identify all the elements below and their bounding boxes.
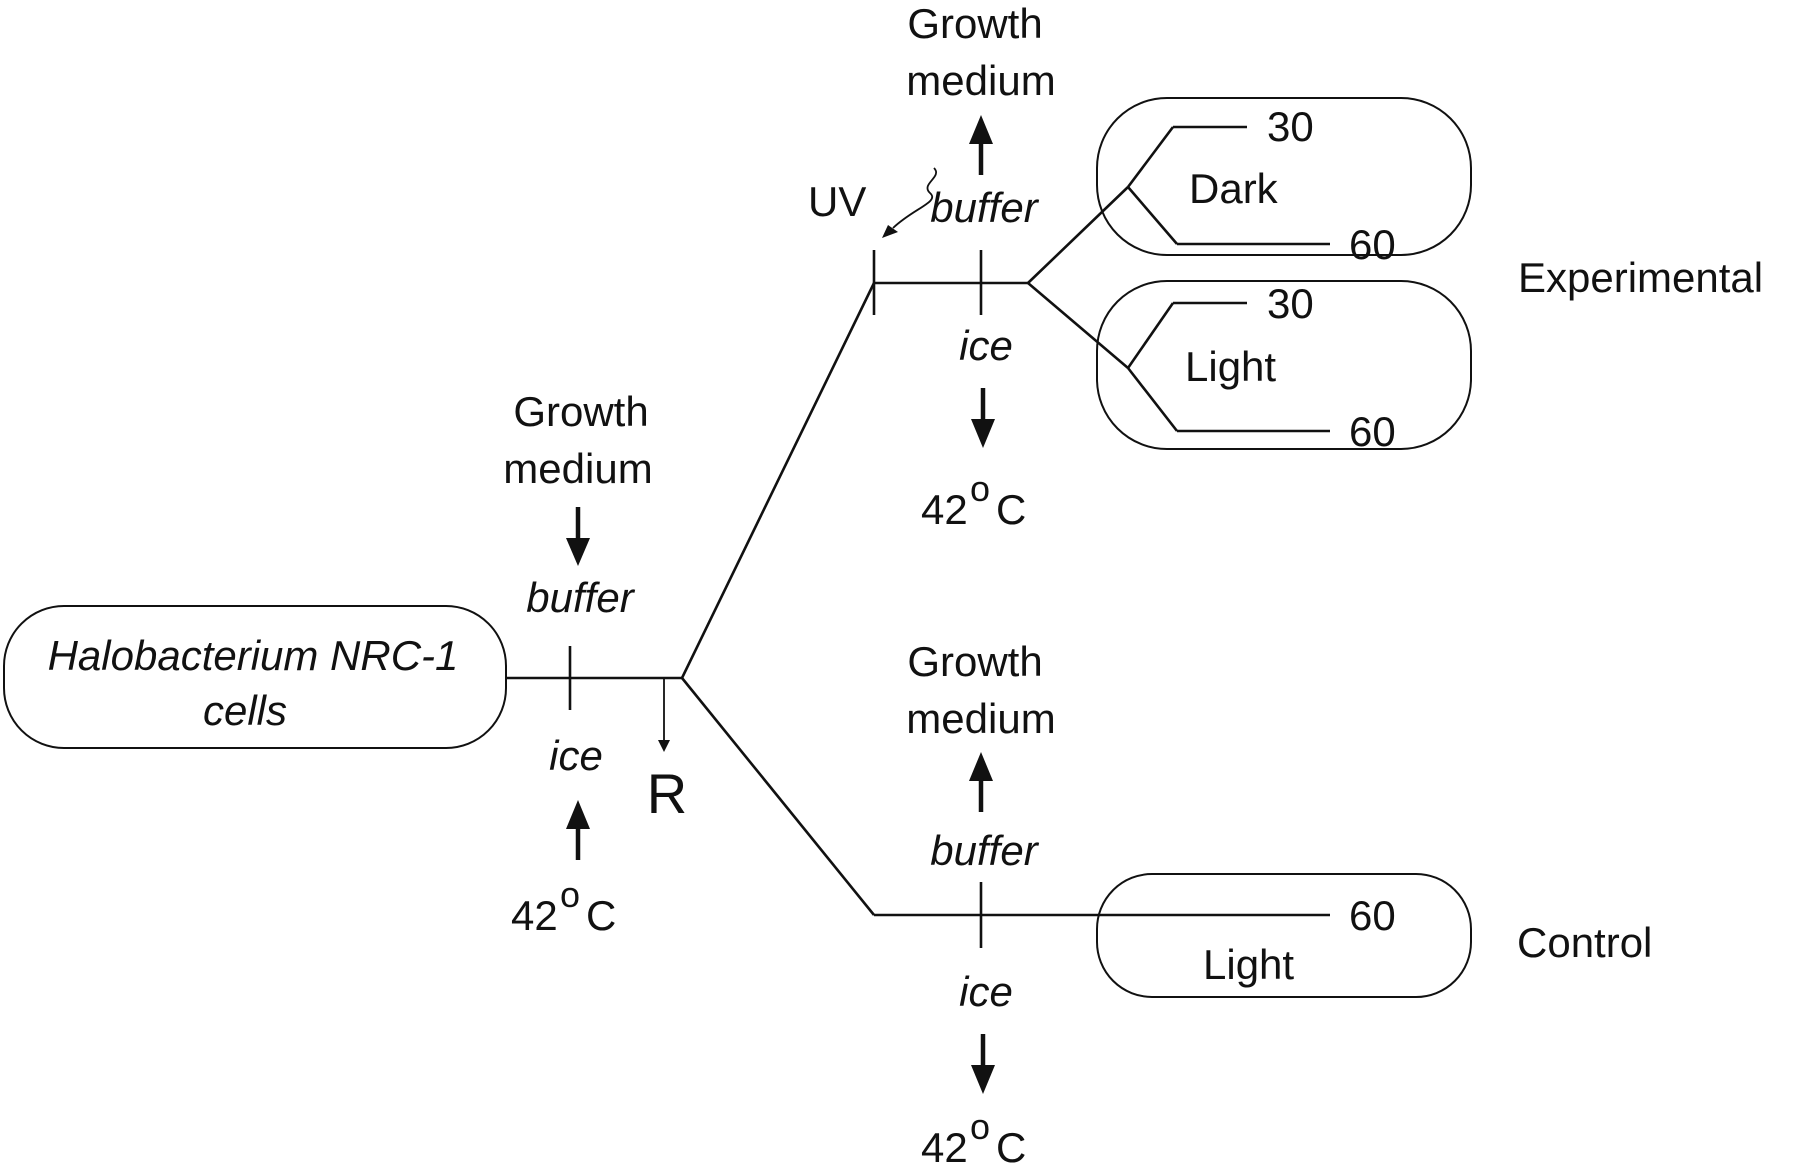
control-light-time-60: 60: [1349, 892, 1396, 939]
control-group-label: Control: [1517, 919, 1652, 966]
start-cells-line1: Halobacterium NRC-1: [48, 632, 459, 679]
dark-60-line: [1127, 186, 1178, 245]
experimental-branch-line: [680, 282, 876, 679]
control-temperature: 42 o C: [921, 1106, 1026, 1169]
first-step-temp-number: 42: [511, 892, 558, 939]
experimental-temperature: 42 o C: [921, 468, 1026, 533]
control-temp-unit: C: [996, 1124, 1026, 1169]
experimental-growth: Growth: [907, 0, 1042, 47]
experimental-to-dark-line: [1027, 186, 1129, 284]
control-temp-degree: o: [970, 1106, 990, 1147]
uv-label: UV: [808, 178, 866, 225]
r-sample-arrow: [658, 678, 670, 752]
experimental-medium: medium: [906, 57, 1055, 104]
experimental-light-label: Light: [1185, 343, 1276, 390]
first-step-medium: medium: [503, 445, 652, 492]
dark-30-line: [1126, 126, 1175, 188]
first-step-growth: Growth: [513, 388, 648, 435]
experimental-group-label: Experimental: [1518, 254, 1763, 301]
control-growth: Growth: [907, 638, 1042, 685]
dark-time-30: 30: [1267, 103, 1314, 150]
dark-label: Dark: [1189, 165, 1279, 212]
first-step-down-arrow: [566, 507, 590, 566]
experimental-ice: ice: [959, 322, 1013, 369]
dark-box: [1096, 97, 1472, 256]
control-ice: ice: [959, 968, 1013, 1015]
dark-time-60: 60: [1349, 221, 1396, 268]
control-buffer: buffer: [930, 827, 1039, 874]
light-60-line: [1126, 367, 1179, 432]
r-sample-label: R: [647, 762, 687, 825]
experimental-temp-degree: o: [970, 468, 990, 509]
uv-squiggle-arrow: [882, 167, 937, 238]
control-temp-number: 42: [921, 1124, 968, 1169]
control-light-box: [1096, 873, 1472, 998]
start-cells-line2: cells: [203, 687, 287, 734]
experimental-light-time-60: 60: [1349, 408, 1396, 455]
control-light-label: Light: [1203, 941, 1294, 988]
first-step-temp-degree: o: [560, 874, 580, 915]
experimental-light-time-30: 30: [1267, 280, 1314, 327]
experimental-buffer: buffer: [930, 184, 1039, 231]
control-down-arrow: [971, 1034, 995, 1094]
experimental-light-box: [1096, 280, 1472, 450]
light-30-line: [1126, 302, 1175, 369]
experimental-down-arrow: [971, 388, 995, 448]
first-step-buffer: buffer: [526, 574, 635, 621]
experimental-temp-number: 42: [921, 486, 968, 533]
control-medium: medium: [906, 695, 1055, 742]
experimental-up-arrow: [969, 115, 993, 175]
first-step-ice: ice: [549, 732, 603, 779]
control-up-arrow: [969, 752, 993, 812]
experimental-to-light-line: [1027, 282, 1129, 369]
experimental-temp-unit: C: [996, 486, 1026, 533]
first-step-up-arrow: [566, 800, 590, 860]
first-step-temperature: 42 o C: [511, 874, 616, 939]
control-branch-line: [680, 677, 876, 916]
first-step-temp-unit: C: [586, 892, 616, 939]
